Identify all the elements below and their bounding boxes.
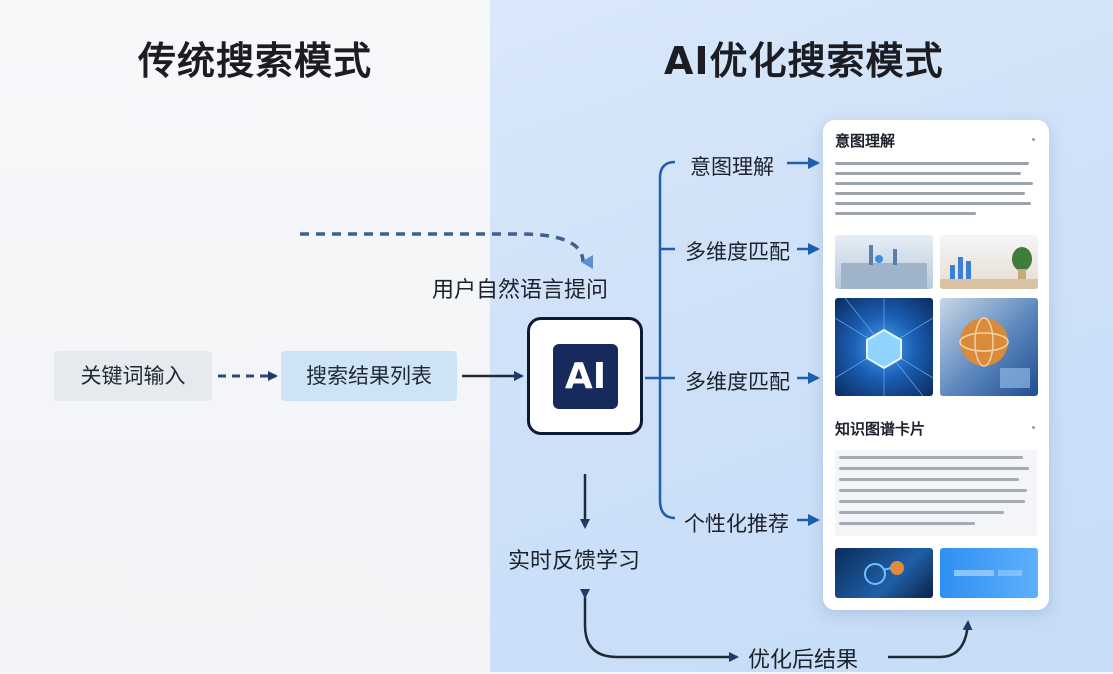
more-dot-icon xyxy=(1032,138,1035,141)
molecule-thumbnail xyxy=(835,548,933,598)
feedback-loop-arrow xyxy=(580,589,739,662)
realtime-feedback-label: 实时反馈学习 xyxy=(508,549,641,574)
branch-multi-dimension-match-2: 多维度匹配 xyxy=(685,370,790,394)
query-dashed-arrow xyxy=(300,232,594,269)
globe-thumbnail xyxy=(940,298,1038,396)
chart-desk-thumbnail xyxy=(940,235,1038,289)
intent-section-title: 意图理解 xyxy=(835,132,896,150)
branch-intent-understanding: 意图理解 xyxy=(690,155,774,179)
knowledge-graph-section-title: 知识图谱卡片 xyxy=(835,420,926,438)
keyword-input-box: 关键词输入 xyxy=(54,351,212,401)
ai-engine-box: AI xyxy=(527,317,643,435)
knowledge-graph-text-block xyxy=(835,450,1037,536)
lab-image-thumbnail xyxy=(835,235,933,289)
branch-multi-dimension-match-1: 多维度匹配 xyxy=(685,240,790,264)
optimized-result-label: 优化后结果 xyxy=(748,648,859,673)
branch-trunk xyxy=(658,160,676,520)
ai-badge: AI xyxy=(553,344,618,409)
result-card: 意图理解 xyxy=(823,120,1049,610)
network-cube-thumbnail xyxy=(835,298,933,396)
branch-personalized-recommendation: 个性化推荐 xyxy=(684,512,789,536)
more-dot-icon xyxy=(1032,426,1035,429)
natural-language-query-label: 用户自然语言提问 xyxy=(432,278,609,303)
intent-text-block xyxy=(835,162,1037,222)
traditional-mode-title: 传统搜索模式 xyxy=(138,39,373,83)
blue-banner-thumbnail xyxy=(940,548,1038,598)
traditional-search-panel xyxy=(0,0,490,672)
search-result-list-box: 搜索结果列表 xyxy=(281,351,457,401)
result-to-card-arrow xyxy=(888,620,973,659)
ai-mode-title: AI优化搜索模式 xyxy=(664,39,944,83)
